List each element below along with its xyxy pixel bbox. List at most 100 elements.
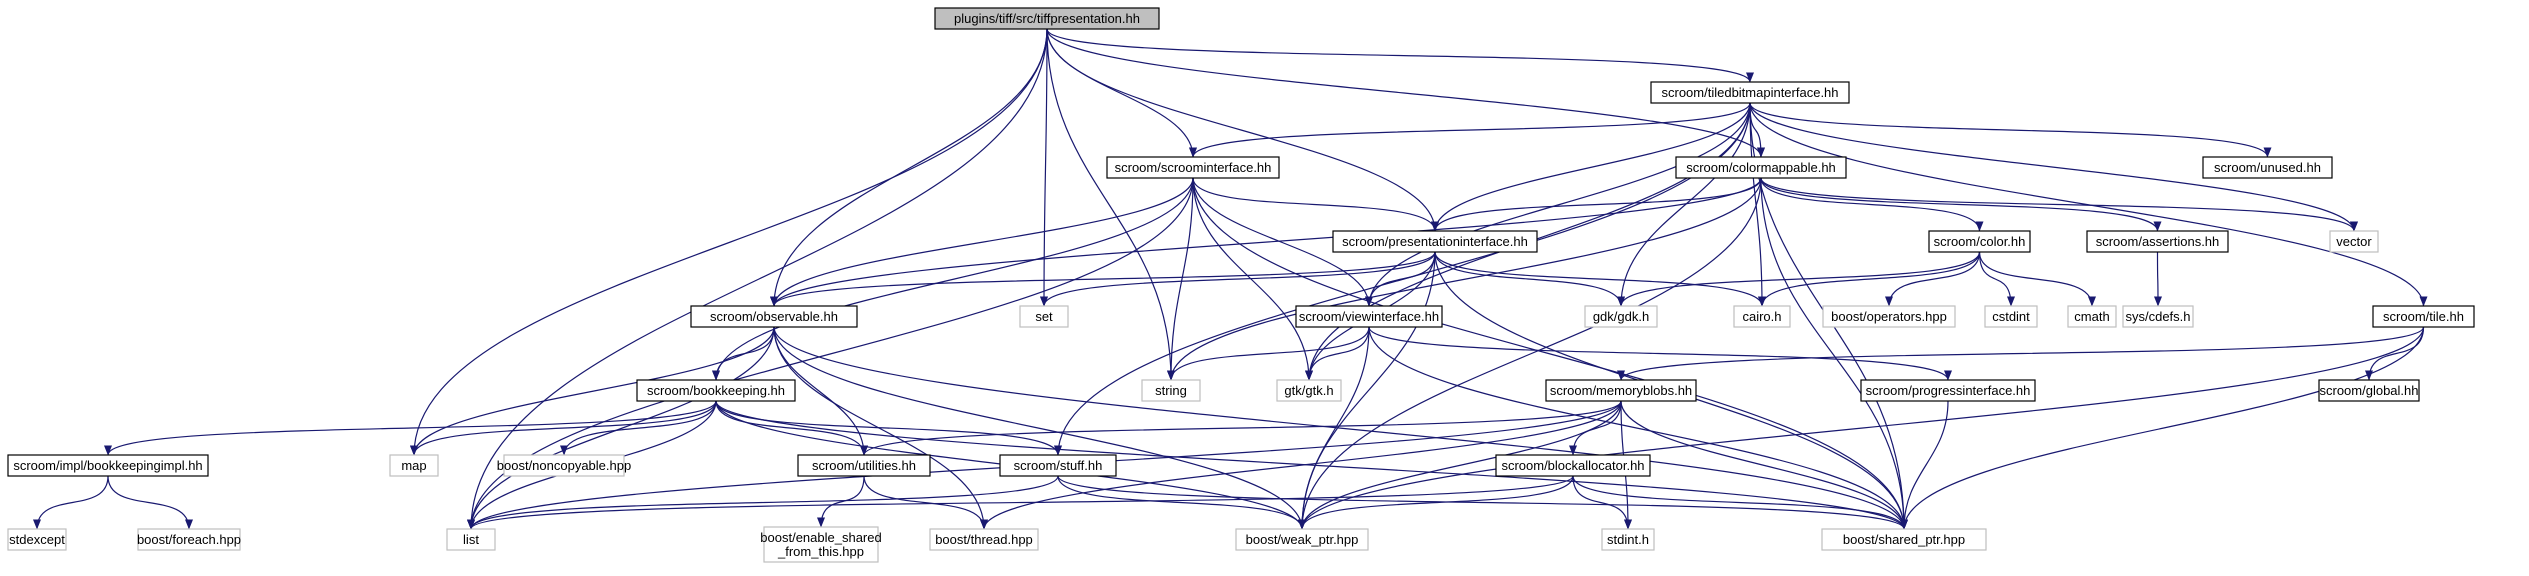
- node-tile[interactable]: scroom/tile.hh: [2372, 305, 2475, 328]
- edge-root-to-map: [410, 28, 1048, 456]
- node-stuff[interactable]: scroom/stuff.hh: [999, 454, 1117, 477]
- edge-color-to-cmath: [1978, 251, 2096, 307]
- edge-bki-to-stdexcept: [33, 475, 109, 530]
- node-bki-box: [7, 454, 209, 477]
- node-esft-box: [763, 526, 879, 563]
- node-esft-label: _from_this.hpp: [777, 544, 864, 559]
- node-glob[interactable]: scroom/global.hh: [2318, 379, 2420, 402]
- edge-cm-to-weak: [1298, 177, 1762, 530]
- edge-pi-to-cairo: [1434, 251, 1766, 307]
- node-weak: boost/weak_ptr.hpp: [1235, 528, 1369, 551]
- node-bki[interactable]: scroom/impl/bookkeepingimpl.hh: [7, 454, 209, 477]
- edge-tbi-to-vi: [1365, 102, 1751, 307]
- node-assert-box: [2086, 230, 2229, 253]
- edge-si-to-bk: [712, 177, 1194, 381]
- node-bforeach: boost/foreach.hpp: [137, 528, 241, 551]
- edge-util-to-esft: [817, 475, 865, 528]
- node-assert[interactable]: scroom/assertions.hh: [2086, 230, 2229, 253]
- node-obs[interactable]: scroom/observable.hh: [690, 305, 858, 328]
- edge-root-to-si: [1046, 28, 1197, 158]
- edge-mb-to-ba: [1569, 400, 1622, 456]
- node-bops-box: [1822, 305, 1956, 328]
- node-progi-box: [1860, 379, 2036, 402]
- edge-si-to-vi: [1192, 177, 1373, 307]
- node-weak-label: boost/weak_ptr.hpp: [1246, 532, 1359, 547]
- node-string-label: string: [1155, 383, 1187, 398]
- node-bk-label: scroom/bookkeeping.hh: [647, 383, 785, 398]
- node-list: list: [446, 528, 496, 551]
- node-sysc-label: sys/cdefs.h: [2125, 309, 2190, 324]
- node-cairo-box: [1733, 305, 1791, 328]
- edge-tile-to-mb: [1617, 326, 2425, 381]
- edge-stuff-to-list: [467, 475, 1059, 530]
- dependency-edges: [33, 28, 2428, 530]
- node-root-box: [934, 7, 1160, 30]
- edge-bk-to-util: [715, 400, 868, 456]
- edge-vi-to-gtk: [1305, 326, 1370, 381]
- node-si[interactable]: scroom/scroominterface.hh: [1106, 156, 1280, 179]
- node-root[interactable]: plugins/tiff/src/tiffpresentation.hh: [934, 7, 1160, 30]
- node-noncopy-box: [503, 454, 625, 477]
- edge-bki-to-bforeach: [107, 475, 193, 530]
- node-util-box: [797, 454, 931, 477]
- node-cm[interactable]: scroom/colormappable.hh: [1675, 156, 1847, 179]
- node-bki-label: scroom/impl/bookkeepingimpl.hh: [13, 458, 202, 473]
- node-weak-box: [1235, 528, 1369, 551]
- edge-root-to-pi: [1046, 28, 1439, 232]
- node-color-box: [1928, 230, 2031, 253]
- node-pi-box: [1332, 230, 1538, 253]
- node-progi-label: scroom/progressinterface.hh: [1866, 383, 2031, 398]
- node-color[interactable]: scroom/color.hh: [1928, 230, 2031, 253]
- node-mb[interactable]: scroom/memoryblobs.hh: [1545, 379, 1697, 402]
- node-util-label: scroom/utilities.hh: [812, 458, 916, 473]
- edge-tile-to-weak: [1298, 326, 2425, 530]
- edge-bk-to-shared: [715, 400, 1908, 530]
- node-glob-box: [2318, 379, 2420, 402]
- node-shared-box: [1821, 528, 1987, 551]
- edge-ba-to-list: [467, 475, 1574, 530]
- edge-ba-to-stdint: [1572, 475, 1632, 530]
- node-tile-label: scroom/tile.hh: [2383, 309, 2464, 324]
- node-cairo-label: cairo.h: [1742, 309, 1781, 324]
- edge-cm-to-assert: [1760, 177, 2162, 232]
- edge-root-to-set: [1040, 28, 1049, 307]
- node-tbi[interactable]: scroom/tiledbitmapinterface.hh: [1650, 81, 1850, 104]
- node-stdint: stdint.h: [1601, 528, 1655, 551]
- edge-mb-to-shared: [1620, 400, 1908, 530]
- edge-assert-to-sysc: [2153, 251, 2162, 307]
- node-root-label: plugins/tiff/src/tiffpresentation.hh: [954, 11, 1140, 26]
- edge-stuff-to-shared: [1057, 475, 1908, 530]
- edge-util-to-thread: [863, 475, 988, 530]
- edge-cm-to-color: [1760, 177, 1984, 232]
- node-bops: boost/operators.hpp: [1822, 305, 1956, 328]
- node-obs-box: [690, 305, 858, 328]
- edge-stuff-to-weak: [1057, 475, 1306, 530]
- node-thread-label: boost/thread.hpp: [935, 532, 1033, 547]
- node-set-label: set: [1035, 309, 1053, 324]
- node-gdk-box: [1584, 305, 1658, 328]
- node-util[interactable]: scroom/utilities.hh: [797, 454, 931, 477]
- node-noncopy: boost/noncopyable.hpp: [497, 454, 631, 477]
- node-vi[interactable]: scroom/viewinterface.hh: [1295, 305, 1443, 328]
- edge-root-to-tbi: [1046, 28, 1754, 83]
- node-vector-label: vector: [2336, 234, 2372, 249]
- node-bk[interactable]: scroom/bookkeeping.hh: [636, 379, 796, 402]
- node-pi[interactable]: scroom/presentationinterface.hh: [1332, 230, 1538, 253]
- edge-tbi-to-tile: [1749, 102, 2428, 307]
- node-stdexcept-label: stdexcept: [9, 532, 65, 547]
- node-bk-box: [636, 379, 796, 402]
- node-stdint-box: [1601, 528, 1655, 551]
- edge-tbi-to-vector: [1749, 102, 2358, 232]
- edge-obs-to-shared: [773, 326, 1908, 530]
- node-cm-box: [1675, 156, 1847, 179]
- node-ba-box: [1495, 454, 1651, 477]
- node-unused[interactable]: scroom/unused.hh: [2202, 156, 2333, 179]
- node-progi[interactable]: scroom/progressinterface.hh: [1860, 379, 2036, 402]
- edge-obs-to-map: [410, 326, 775, 456]
- edge-vi-to-shared: [1368, 326, 1908, 530]
- edge-pi-to-obs: [770, 251, 1436, 307]
- edge-pi-to-set: [1040, 251, 1436, 307]
- node-ba[interactable]: scroom/blockallocator.hh: [1495, 454, 1651, 477]
- edge-vi-to-progi: [1368, 326, 1952, 381]
